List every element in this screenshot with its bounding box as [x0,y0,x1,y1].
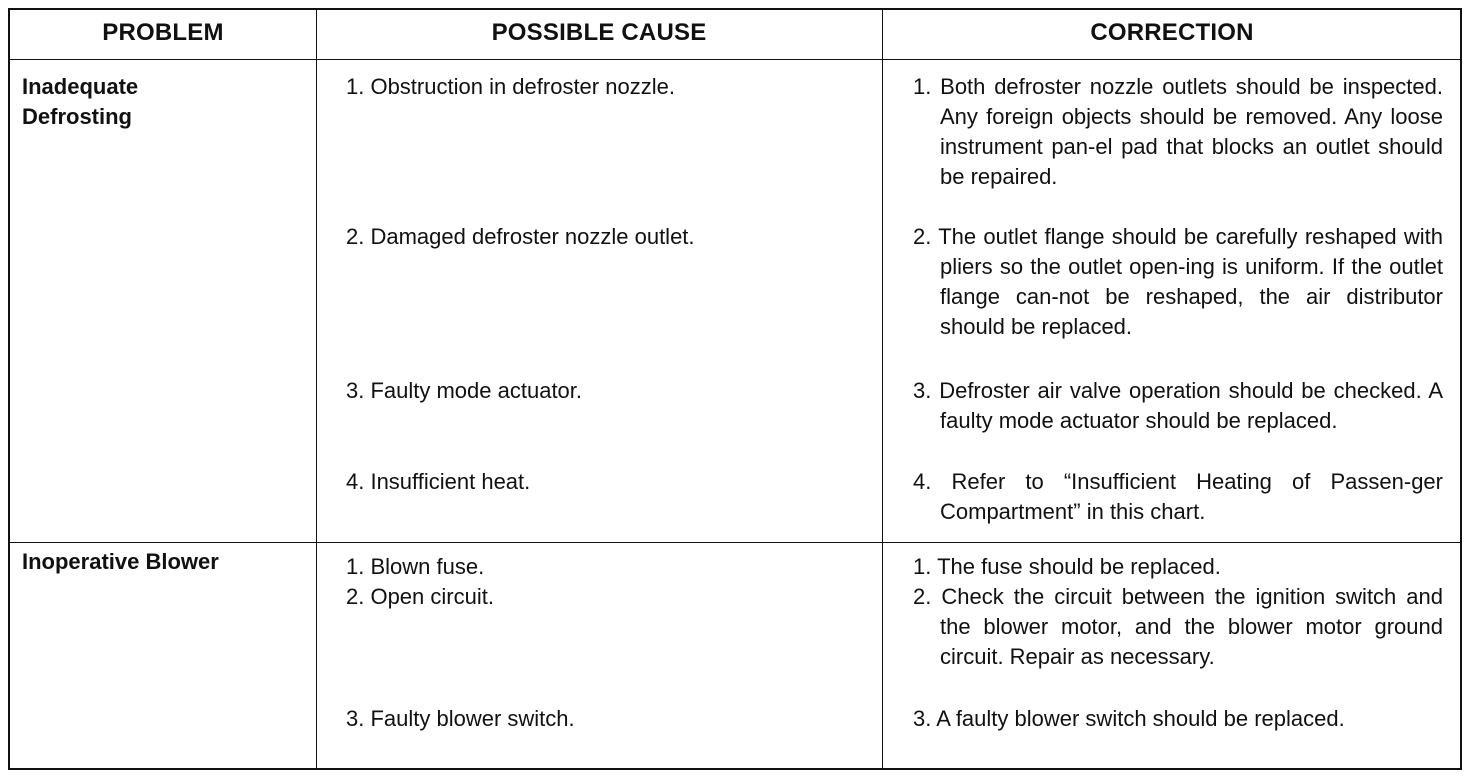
correction-item: 1. Both defroster nozzle outlets should … [913,74,1443,189]
header-problem: PROBLEM [102,19,224,46]
row-divider [10,542,1460,543]
correction-list-blower: 1. The fuse should be replaced. 2. Check… [913,552,1443,764]
cause-item: 1. Blown fuse. [346,554,485,579]
cause-item: 1. Obstruction in defroster nozzle. [346,74,675,99]
correction-item: 3. A faulty blower switch should be repl… [913,706,1345,731]
correction-item: 1. The fuse should be replaced. [913,554,1221,579]
header-divider [10,59,1460,60]
cause-item: 3. Faulty mode actuator. [346,378,583,403]
cause-list-blower: 1. Blown fuse. 2. Open circuit. 3. Fault… [346,552,866,762]
problem-inadequate-defrosting: Inadequate Defrosting [22,74,139,129]
correction-item: 2. The outlet flange should be carefully… [913,224,1443,339]
troubleshooting-table: PROBLEM POSSIBLE CAUSE CORRECTION Inadeq… [8,8,1462,770]
cause-item: 3. Faulty blower switch. [346,706,575,731]
column-divider-2 [882,10,883,768]
cause-item: 2. Open circuit. [346,584,494,609]
correction-list-defrosting: 1. Both defroster nozzle outlets should … [913,72,1443,537]
header-correction: CORRECTION [1090,19,1254,46]
cause-list-defrosting: 1. Obstruction in defroster nozzle. 2. D… [346,72,866,532]
column-divider-1 [316,10,317,768]
problem-inoperative-blower: Inoperative Blower [22,549,219,574]
correction-item: 3. Defroster air valve operation should … [913,378,1443,433]
correction-item: 4. Refer to “Insufficient Heating of Pas… [913,469,1443,524]
cause-item: 4. Insufficient heat. [346,469,531,494]
header-possible-cause: POSSIBLE CAUSE [491,19,707,46]
correction-item: 2. Check the circuit between the ignitio… [913,584,1443,669]
cause-item: 2. Damaged defroster nozzle outlet. [346,224,695,249]
